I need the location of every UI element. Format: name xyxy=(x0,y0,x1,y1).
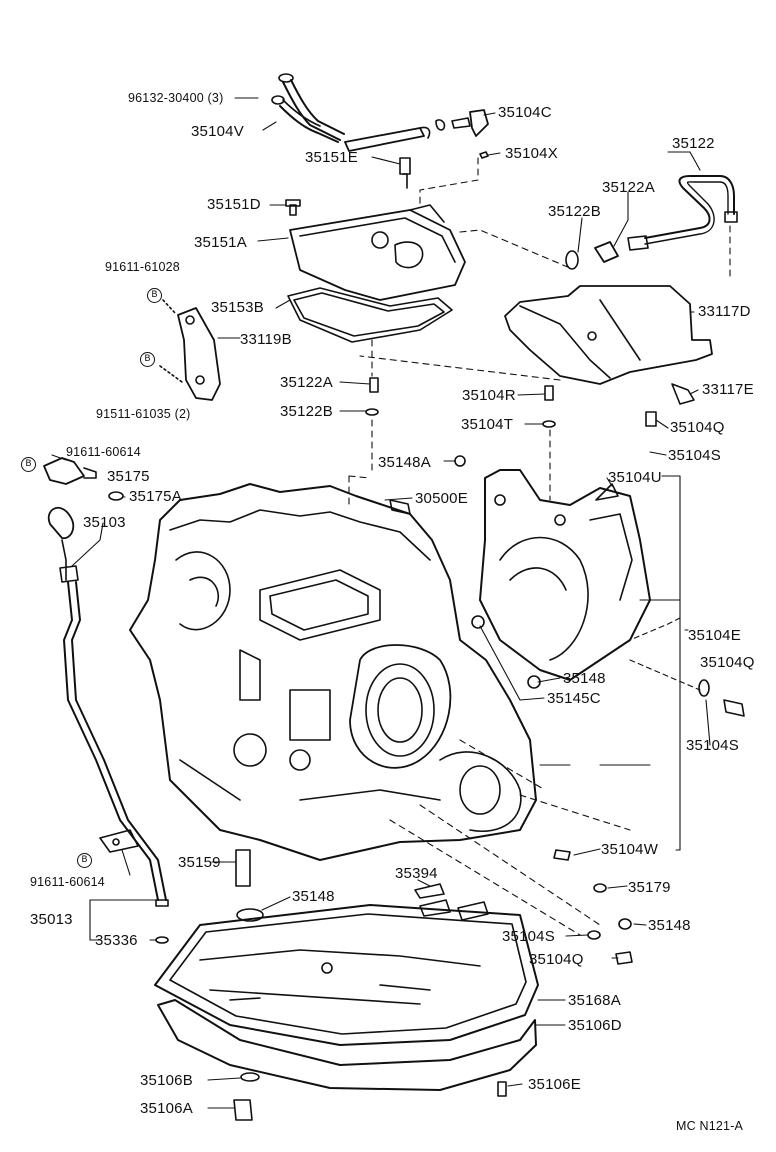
label-35148-2: 35148 xyxy=(292,888,335,905)
label-35104S-1: 35104S xyxy=(668,447,721,464)
label-35104S-2: 35104S xyxy=(686,737,739,754)
label-35151D: 35151D xyxy=(207,196,261,213)
transaxle-case xyxy=(129,483,537,861)
extension-housing xyxy=(471,469,651,689)
label-35104U: 35104U xyxy=(608,469,662,486)
label-35336: 35336 xyxy=(95,932,138,949)
label-35145C: 35145C xyxy=(547,690,601,707)
cooler-hose-assembly xyxy=(271,73,489,189)
label-33119B: 33119B xyxy=(240,331,292,348)
label-35104V: 35104V xyxy=(191,123,244,140)
label-35148A: 35148A xyxy=(378,454,431,471)
b-marker-3: B xyxy=(21,457,36,472)
heat-shield xyxy=(504,285,713,405)
label-35104S-3: 35104S xyxy=(502,928,555,945)
label-35148-1: 35148 xyxy=(563,670,606,687)
label-35151A: 35151A xyxy=(194,234,247,251)
label-35122B-mid: 35122B xyxy=(280,403,333,420)
cooler-pipe xyxy=(285,175,738,270)
label-35104Q-1: 35104Q xyxy=(670,419,725,436)
label-35168A: 35168A xyxy=(568,992,621,1009)
figure-code: MC N121-A xyxy=(676,1119,744,1133)
label-35122A-mid: 35122A xyxy=(280,374,333,391)
label-35148-3: 35148 xyxy=(648,917,691,934)
label-91611-60614-bot: 91611-60614 xyxy=(30,875,105,889)
label-35122A-top: 35122A xyxy=(602,179,655,196)
label-33117E: 33117E xyxy=(702,381,754,398)
label-35104T: 35104T xyxy=(461,416,514,433)
b-marker-1: B xyxy=(147,288,162,303)
bracket xyxy=(159,299,221,401)
oil-pan xyxy=(154,849,539,1121)
label-30500E: 30500E xyxy=(415,490,468,507)
label-35122B-top: 35122B xyxy=(548,203,601,220)
label-91611-61028: 91611-61028 xyxy=(105,260,180,274)
dipstick-tube xyxy=(47,506,169,944)
label-35106B: 35106B xyxy=(140,1072,193,1089)
label-35179: 35179 xyxy=(628,879,671,896)
label-35153B: 35153B xyxy=(211,299,264,316)
label-91611-60614-top: 91611-60614 xyxy=(66,445,141,459)
alignment-lines xyxy=(348,157,731,936)
label-96132-30400: 96132-30400 (3) xyxy=(128,91,224,105)
label-35106A: 35106A xyxy=(140,1100,193,1117)
label-35104C: 35104C xyxy=(498,104,552,121)
label-35394: 35394 xyxy=(395,865,438,882)
label-35175: 35175 xyxy=(107,468,150,485)
label-35151E: 35151E xyxy=(305,149,358,166)
label-35159: 35159 xyxy=(178,854,221,871)
label-35104Q-3: 35104Q xyxy=(529,951,584,968)
leader-lines xyxy=(51,97,711,1109)
label-35106E: 35106E xyxy=(528,1076,581,1093)
label-35103: 35103 xyxy=(83,514,126,531)
label-35104E: 35104E xyxy=(688,627,741,644)
label-35122: 35122 xyxy=(672,135,715,152)
label-33117D: 33117D xyxy=(698,303,751,320)
b-marker-4: B xyxy=(77,853,92,868)
label-35104R: 35104R xyxy=(462,387,516,404)
label-35175A: 35175A xyxy=(129,488,182,505)
label-35104Q-2: 35104Q xyxy=(700,654,755,671)
label-91511-61035: 91511-61035 (2) xyxy=(96,407,191,421)
label-35106D: 35106D xyxy=(568,1017,622,1034)
label-35104W: 35104W xyxy=(601,841,659,858)
label-35104X: 35104X xyxy=(505,145,558,162)
b-marker-2: B xyxy=(140,352,155,367)
label-35013: 35013 xyxy=(30,911,73,928)
valve-body-cover xyxy=(287,204,466,343)
